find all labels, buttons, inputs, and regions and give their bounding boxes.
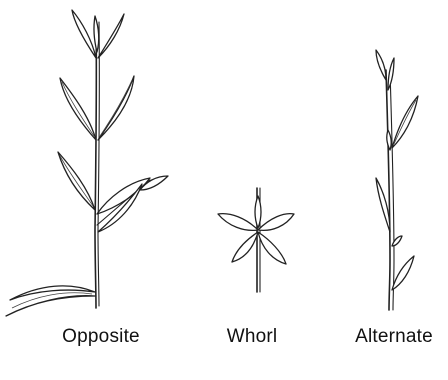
opposite-leaf	[72, 10, 96, 58]
opposite-bud	[94, 16, 99, 52]
whorl-leaf	[232, 232, 258, 262]
leaf-vein	[100, 80, 132, 136]
alternate-leaf	[388, 58, 394, 90]
opposite-stem	[95, 20, 96, 308]
whorl-leaf	[258, 232, 286, 264]
alternate-leaf	[392, 256, 414, 290]
opposite-illustration	[6, 10, 168, 316]
alternate-stem	[386, 70, 390, 310]
whorl-leaf	[255, 196, 261, 228]
label-opposite: Opposite	[62, 326, 140, 348]
opposite-branch	[97, 180, 150, 225]
whorl-illustration	[218, 188, 294, 292]
opposite-leaf	[6, 296, 95, 316]
alternate-illustration	[376, 50, 418, 310]
whorl-leaf	[258, 214, 294, 231]
opposite-stem-outline	[98, 22, 99, 306]
label-alternate: Alternate	[355, 326, 433, 348]
whorl-leaf	[218, 214, 258, 231]
label-whorl: Whorl	[227, 326, 278, 348]
alternate-leaf	[376, 50, 386, 80]
opposite-leaf	[98, 14, 124, 58]
alternate-leaf	[376, 178, 390, 232]
